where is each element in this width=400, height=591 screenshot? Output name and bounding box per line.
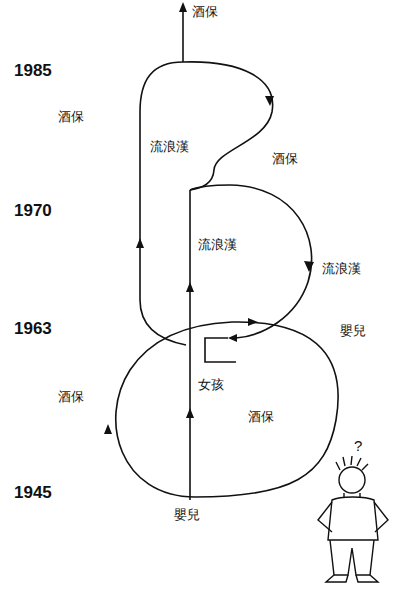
worldline [182,10,184,62]
arrowhead [265,96,274,106]
timeline-label: 流浪漢 [322,262,361,276]
arrowhead [186,408,194,418]
timeline-label: 酒保 [58,110,84,124]
timeline-label: 嬰兒 [174,508,200,522]
worldline [183,62,273,190]
timeline-label: ? [354,438,362,455]
arrowhead [186,282,194,292]
worldline [189,190,191,500]
arrowhead [136,238,144,248]
worldline [205,338,236,362]
arrowhead [104,424,112,434]
timeline-label: 嬰兒 [340,324,366,338]
person-figure [318,456,388,582]
worldline [190,185,312,338]
worldline [116,322,338,497]
arrowhead [179,2,187,12]
arrowhead [228,334,237,342]
year-label: 1970 [14,202,52,221]
year-label: 1985 [14,62,52,81]
arrowhead [248,318,258,326]
timeline-label: 酒保 [192,5,218,19]
arrowhead [304,261,314,272]
timeline-label: 流浪漢 [198,238,237,252]
timeline-label: 酒保 [58,390,84,404]
year-label: 1963 [14,320,52,339]
timeline-label: 流浪漢 [150,140,189,154]
worldline [140,62,186,345]
timeline-label: 女孩 [198,378,224,392]
timeline-label: 酒保 [272,152,298,166]
year-label: 1945 [14,484,52,503]
timeline-label: 酒保 [248,410,274,424]
